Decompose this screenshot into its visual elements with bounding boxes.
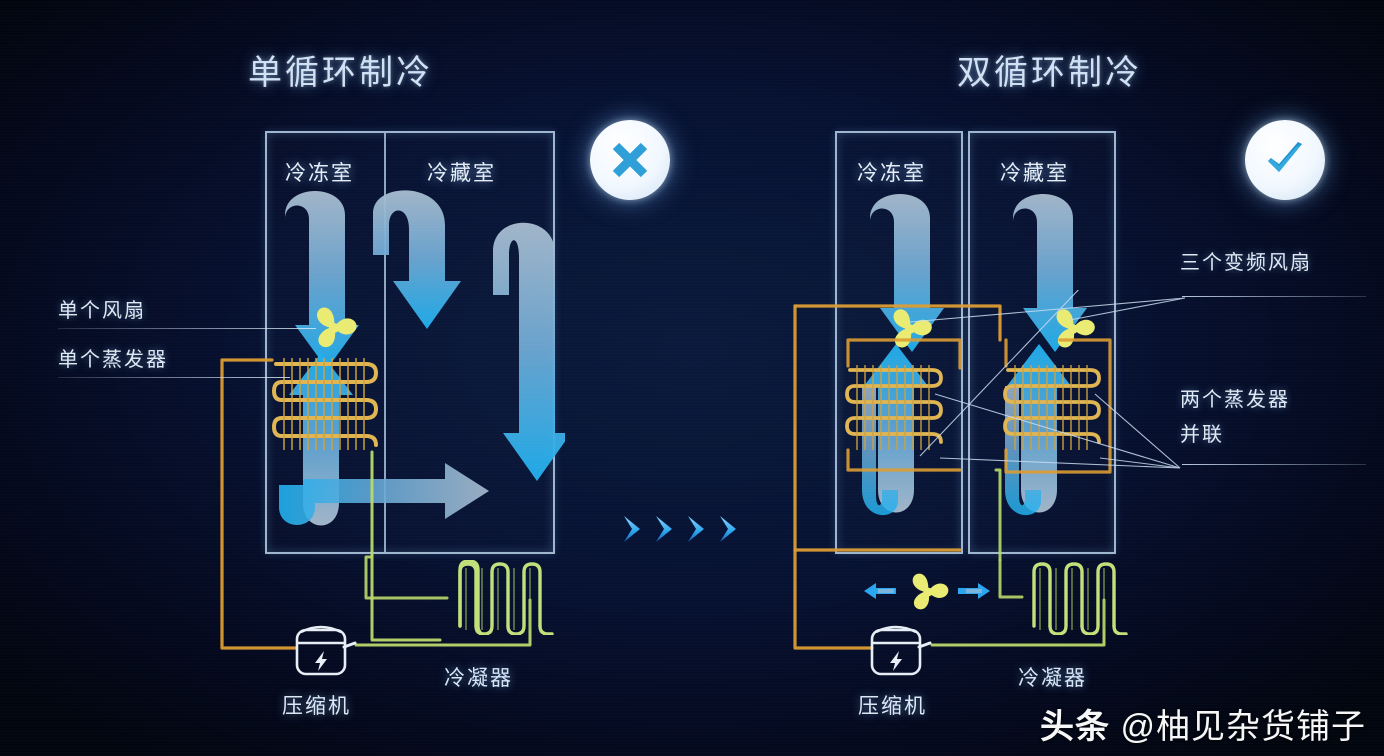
- right-evaporator-callout-rule: [1182, 464, 1366, 465]
- watermark-handle: @柚见杂货铺子: [1120, 708, 1366, 746]
- check-icon: [1268, 142, 1302, 172]
- watermark-brand: 头条: [1040, 708, 1111, 746]
- left-fridge-label: 冷藏室: [427, 162, 496, 185]
- right-condenser-label: 冷凝器: [1018, 667, 1087, 690]
- left-fan-callout-rule: [58, 328, 316, 329]
- right-fans-callout: 三个变频风扇: [1180, 252, 1312, 274]
- left-condenser-label: 冷凝器: [444, 667, 513, 690]
- right-condenser-fan-icon: [912, 573, 949, 610]
- left-compressor-label: 压缩机: [282, 695, 351, 718]
- left-cabinet-divider: [384, 133, 386, 552]
- right-cabinet-fridge: [968, 131, 1116, 554]
- right-system-title: 双循环制冷: [957, 54, 1142, 92]
- right-evaporator-callout-line2: 并联: [1180, 424, 1224, 446]
- left-evaporator-callout: 单个蒸发器: [58, 349, 168, 371]
- right-condenser-airflow-arrows: [864, 583, 990, 599]
- right-condenser: [1032, 562, 1128, 635]
- left-fan-icon: [317, 307, 357, 348]
- right-compressor-label: 压缩机: [858, 695, 927, 718]
- right-freezer-label: 冷冻室: [857, 162, 926, 185]
- left-freezer-label: 冷冻室: [285, 162, 354, 185]
- right-callout-leaders: [909, 290, 1186, 469]
- cross-icon: [612, 142, 648, 178]
- left-compressor-icon: [295, 625, 357, 676]
- right-fans-callout-rule: [1182, 296, 1366, 297]
- transition-chevrons: [624, 516, 736, 542]
- left-condenser: [458, 560, 554, 635]
- left-system-title: 单循环制冷: [248, 54, 433, 92]
- left-evaporator-callout-rule: [58, 377, 290, 378]
- cross-badge: [590, 120, 670, 200]
- check-badge: [1245, 120, 1325, 200]
- left-fan-callout: 单个风扇: [58, 300, 146, 322]
- right-fridge-label: 冷藏室: [1000, 162, 1069, 185]
- watermark: 头条 @柚见杂货铺子: [1040, 699, 1366, 748]
- left-evaporator: [271, 358, 379, 450]
- right-evaporator-callout-line1: 两个蒸发器: [1180, 389, 1290, 411]
- right-compressor-icon: [870, 625, 932, 676]
